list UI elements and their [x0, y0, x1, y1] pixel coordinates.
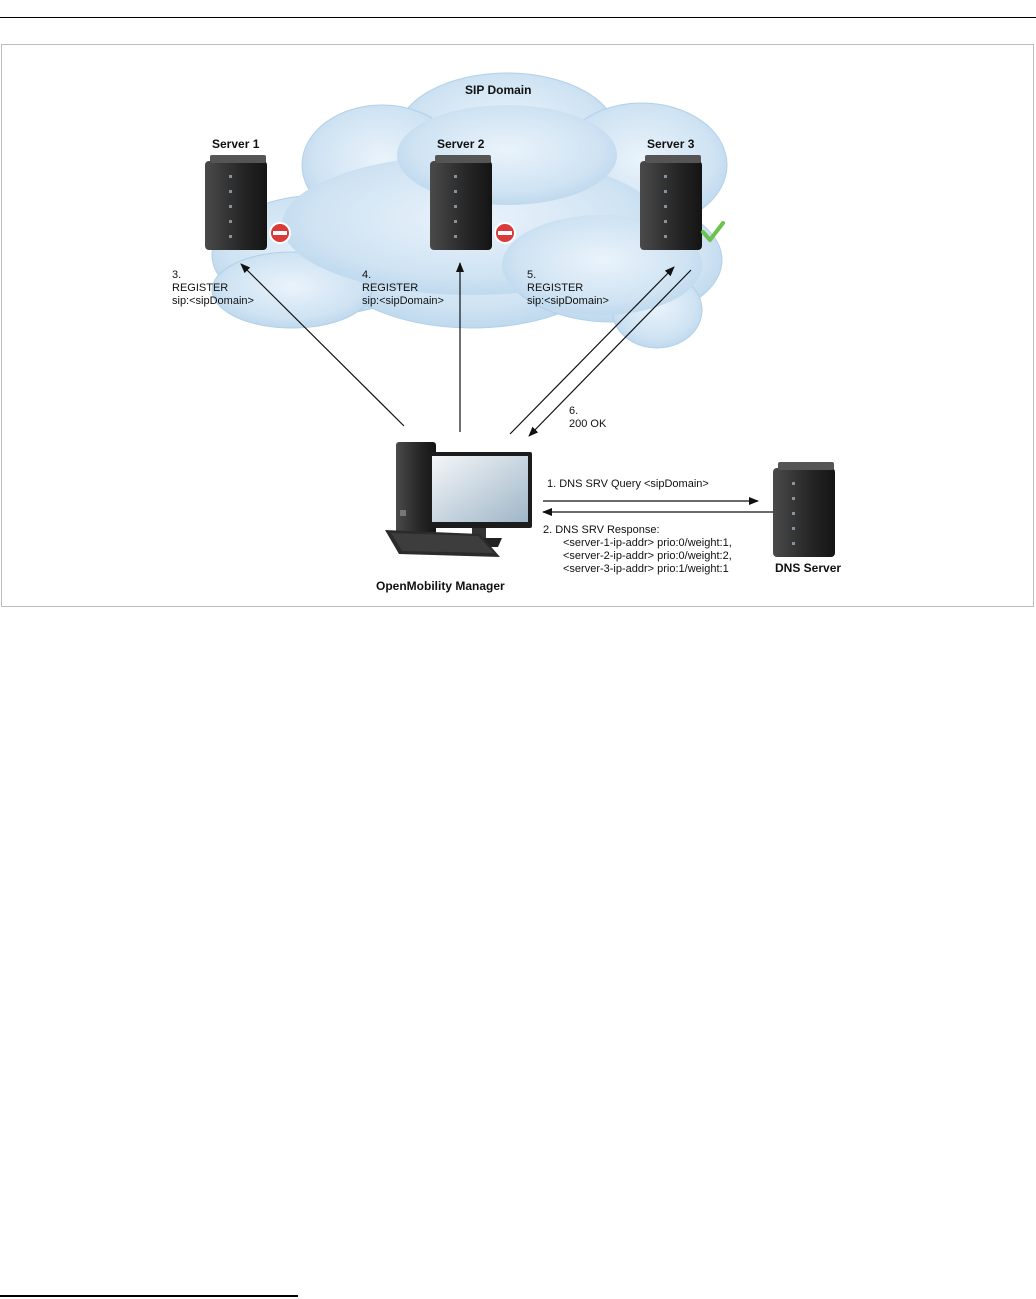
- step-4-uri: sip:<sipDomain>: [362, 295, 444, 307]
- arrow-200-ok: [528, 269, 692, 437]
- step-6-text: 200 OK: [569, 418, 607, 430]
- step-3-label: 3. REGISTER sip:<sipDomain>: [172, 269, 254, 308]
- step-6-label: 6. 200 OK: [569, 405, 606, 431]
- step-5-label: 5. REGISTER sip:<sipDomain>: [527, 269, 609, 308]
- diagram-canvas: [205, 72, 835, 557]
- dns-response-title: 2. DNS SRV Response:: [543, 524, 660, 536]
- server-1-icon: [205, 155, 291, 250]
- openmobility-manager-label: OpenMobility Manager: [376, 579, 505, 593]
- step-3-method: REGISTER: [172, 282, 229, 294]
- footnote-rule: [0, 1295, 298, 1297]
- step-3-number: 3.: [172, 269, 182, 281]
- register-arrows: [240, 262, 773, 516]
- server-2-label: Server 2: [437, 137, 485, 151]
- dns-query-label: 1. DNS SRV Query <sipDomain>: [547, 478, 709, 490]
- dns-response-label: 2. DNS SRV Response: <server-1-ip-addr> …: [543, 524, 732, 576]
- step-4-number: 4.: [362, 269, 372, 281]
- check-icon: [701, 221, 725, 242]
- dns-response-line: <server-2-ip-addr> prio:0/weight:2,: [563, 550, 732, 562]
- diagram-frame: SIP Domain Server 1 Server 2 Server 3 3.…: [1, 44, 1034, 607]
- arrow-register-server-3: [509, 266, 675, 435]
- server-2-icon: [430, 155, 516, 250]
- step-4-label: 4. REGISTER sip:<sipDomain>: [362, 269, 444, 308]
- dns-server-label: DNS Server: [775, 561, 842, 575]
- step-5-method: REGISTER: [527, 282, 584, 294]
- step-3-uri: sip:<sipDomain>: [172, 295, 254, 307]
- server-1-label: Server 1: [212, 137, 260, 151]
- dns-response-line: <server-1-ip-addr> prio:0/weight:1,: [563, 537, 732, 549]
- workstation-icon: [385, 442, 532, 557]
- server-3-icon: [640, 155, 725, 250]
- step-6-number: 6.: [569, 405, 579, 417]
- sip-domain-label: SIP Domain: [465, 83, 532, 97]
- arrow-register-server-1: [240, 263, 405, 427]
- step-5-number: 5.: [527, 269, 537, 281]
- step-5-uri: sip:<sipDomain>: [527, 295, 609, 307]
- dns-response-line: <server-3-ip-addr> prio:1/weight:1: [563, 563, 729, 575]
- dns-server-icon: [773, 462, 835, 557]
- page-top-rule: [0, 17, 1036, 18]
- server-3-label: Server 3: [647, 137, 695, 151]
- step-4-method: REGISTER: [362, 282, 419, 294]
